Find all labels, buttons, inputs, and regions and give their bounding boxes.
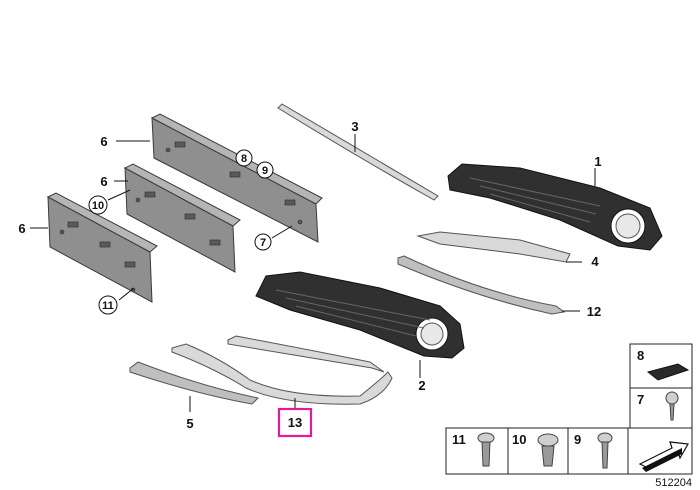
trim-strip-lower-right[interactable] [397, 255, 566, 315]
circled-ref-9: 9 [256, 161, 274, 179]
callout-6-front: 6 [18, 221, 25, 236]
leader-lines [30, 134, 596, 412]
trim-strip-right[interactable] [416, 231, 571, 263]
circled-ref-7: 7 [254, 233, 272, 251]
legend-item-10[interactable]: 10 [507, 427, 569, 475]
circled-ref-10: 10 [88, 195, 108, 215]
trim-strip-13[interactable] [171, 335, 393, 405]
callout-5: 5 [186, 416, 193, 431]
callout-6-middle: 6 [100, 174, 107, 189]
legend-item-7[interactable]: 7 [629, 387, 693, 429]
callout-1: 1 [594, 154, 601, 169]
callout-13-highlight-box [277, 407, 313, 438]
svg-text:10: 10 [92, 200, 104, 212]
license-plate-holder-front[interactable] [46, 192, 158, 303]
callout-2: 2 [418, 378, 425, 393]
legend-item-8[interactable]: 8 [629, 343, 693, 389]
diagram-image-number: 512204 [655, 477, 692, 489]
legend-orientation-arrow [627, 427, 693, 475]
svg-text:11: 11 [102, 300, 114, 312]
callout-3: 3 [351, 119, 358, 134]
svg-text:9: 9 [574, 432, 581, 447]
circled-ref-8: 8 [235, 149, 253, 167]
svg-text:11: 11 [452, 432, 466, 447]
callout-13[interactable]: 13 [288, 415, 302, 430]
air-inlet-grille-right[interactable] [447, 163, 663, 251]
callout-6-rear: 6 [100, 134, 107, 149]
circled-ref-11: 11 [98, 295, 118, 315]
svg-text:8: 8 [241, 153, 247, 165]
callout-4: 4 [591, 254, 599, 269]
svg-text:10: 10 [512, 432, 526, 447]
license-plate-holder-middle[interactable] [123, 163, 241, 273]
callout-12: 12 [587, 304, 601, 319]
legend-item-11[interactable]: 11 [445, 427, 509, 475]
legend-item-9[interactable]: 9 [567, 427, 629, 475]
trim-strip-5[interactable] [129, 361, 260, 405]
trim-strip-upper[interactable] [277, 103, 439, 201]
svg-text:7: 7 [260, 237, 266, 249]
air-inlet-grille-left[interactable] [255, 271, 465, 359]
svg-text:8: 8 [637, 348, 644, 363]
svg-text:9: 9 [262, 165, 268, 177]
svg-text:7: 7 [637, 392, 644, 407]
